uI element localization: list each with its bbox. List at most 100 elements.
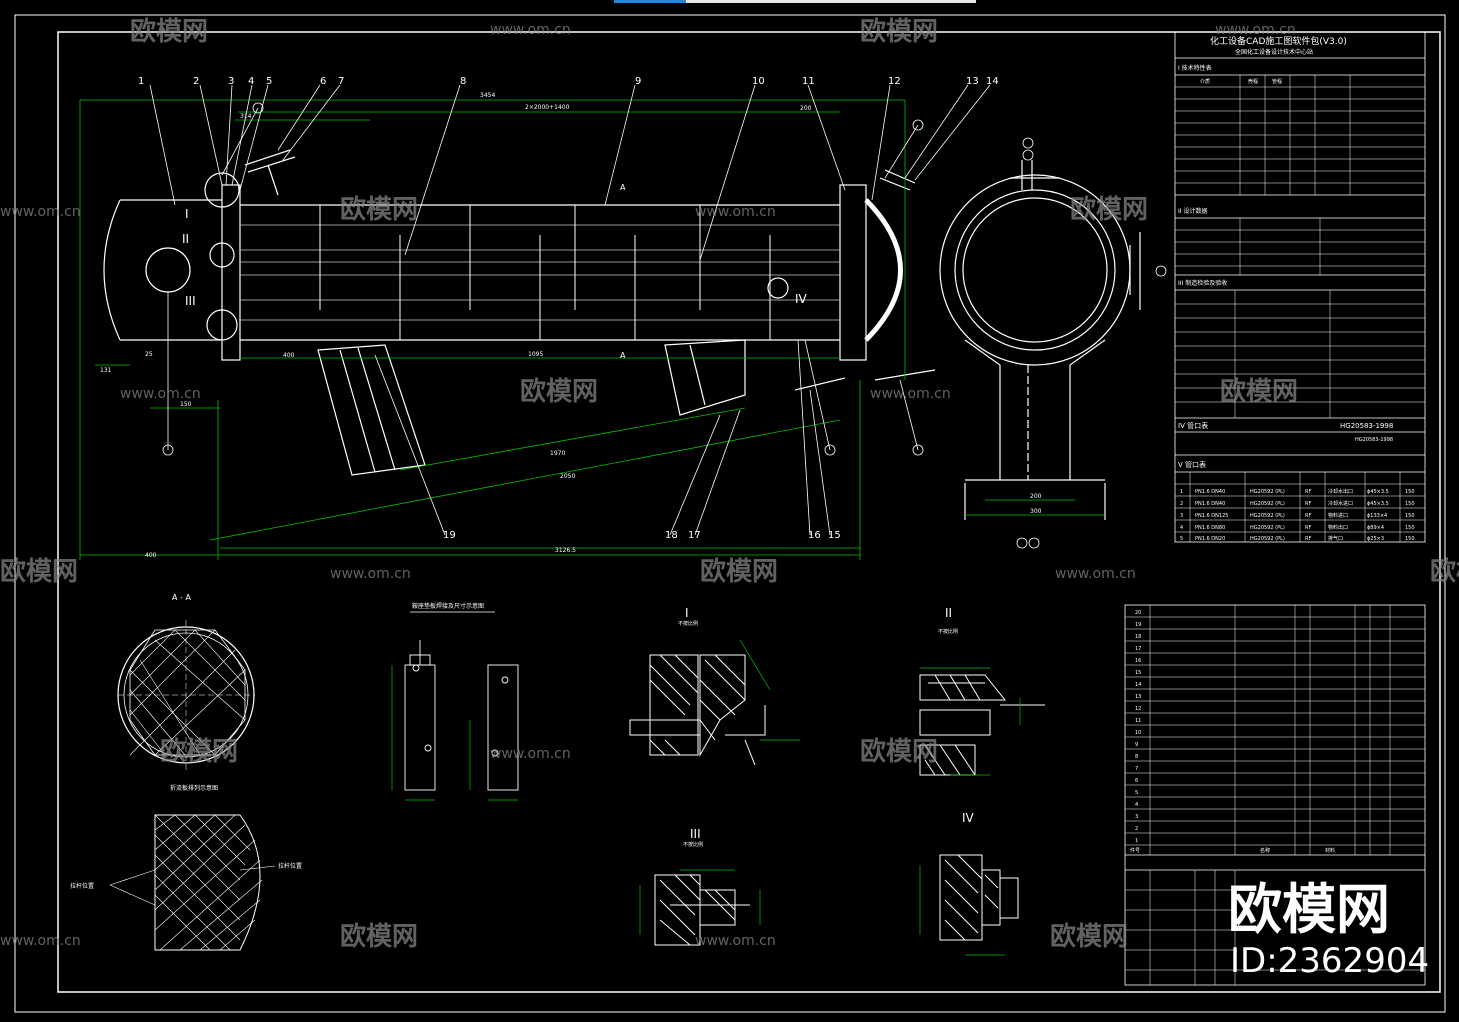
svg-text:全国化工设备设计技术中心站: 全国化工设备设计技术中心站 — [1235, 48, 1313, 56]
svg-text:1: 1 — [1180, 489, 1183, 495]
svg-text:12: 12 — [888, 76, 901, 87]
svg-text:200: 200 — [800, 105, 812, 112]
svg-text:400: 400 — [283, 352, 295, 359]
inactive-tab-indicator[interactable] — [686, 0, 976, 3]
svg-text:11: 11 — [802, 76, 815, 87]
svg-text:介质: 介质 — [1200, 78, 1210, 85]
right-tubesheet — [839, 184, 867, 361]
svg-text:欧模网: 欧模网 — [1430, 556, 1459, 587]
svg-text:150: 150 — [1405, 513, 1415, 519]
svg-text:16: 16 — [808, 530, 821, 541]
svg-text:3: 3 — [228, 76, 234, 87]
svg-text:壳程: 壳程 — [1248, 78, 1258, 85]
svg-text:A: A — [620, 351, 626, 360]
svg-text:PN1.6 DN40: PN1.6 DN40 — [1195, 501, 1225, 507]
svg-text:2: 2 — [1180, 501, 1183, 507]
svg-text:RF: RF — [1305, 489, 1311, 495]
detail-i-view: I 不按比例 — [629, 606, 800, 766]
svg-text:11: 11 — [1135, 718, 1141, 724]
svg-text:RF: RF — [1305, 513, 1311, 519]
svg-text:RF: RF — [1305, 501, 1311, 507]
svg-text:www.om.cn: www.om.cn — [330, 566, 411, 582]
svg-text:www.om.cn: www.om.cn — [1215, 22, 1296, 38]
end-dim-300: 300 — [1030, 508, 1042, 515]
svg-text:IV 管口表: IV 管口表 — [1178, 421, 1208, 430]
svg-text:7: 7 — [1135, 766, 1138, 772]
svg-text:物料出口: 物料出口 — [1328, 524, 1348, 531]
left-head — [103, 199, 121, 341]
detail-markers: I II III IV A A — [182, 183, 808, 360]
svg-text:150: 150 — [1405, 536, 1415, 542]
svg-text:折流板排列示意图: 折流板排列示意图 — [170, 784, 218, 792]
svg-text:www.om.cn: www.om.cn — [490, 22, 571, 38]
svg-text:管程: 管程 — [1272, 78, 1282, 85]
svg-text:15: 15 — [828, 530, 841, 541]
svg-text:物料进口: 物料进口 — [1328, 512, 1348, 519]
svg-text:4: 4 — [248, 76, 254, 87]
svg-text:18: 18 — [665, 530, 678, 541]
watermark-id: ID:2362904 — [1230, 941, 1429, 981]
svg-text:PN1.6 DN80: PN1.6 DN80 — [1195, 525, 1225, 531]
svg-text:欧模网: 欧模网 — [1220, 376, 1298, 407]
active-tab-indicator[interactable] — [614, 0, 686, 3]
svg-text:PN1.6 DN125: PN1.6 DN125 — [1195, 513, 1228, 519]
svg-text:冷却水出口: 冷却水出口 — [1328, 488, 1353, 495]
svg-text:ϕ45×3.5: ϕ45×3.5 — [1367, 501, 1389, 507]
svg-text:20: 20 — [1135, 610, 1141, 616]
end-view — [939, 160, 1141, 520]
svg-text:3454: 3454 — [480, 92, 495, 99]
svg-text:12: 12 — [1135, 706, 1141, 712]
svg-text:10: 10 — [1135, 730, 1141, 736]
svg-text:13: 13 — [966, 76, 979, 87]
svg-text:欧模网: 欧模网 — [340, 194, 418, 225]
end-dim-200: 200 — [1030, 493, 1042, 500]
svg-text:I: I — [685, 606, 689, 620]
svg-text:2: 2 — [193, 76, 199, 87]
part-labels-bottom: 19 18 17 16 15 — [443, 530, 841, 541]
svg-text:1095: 1095 — [528, 351, 543, 358]
svg-text:材料: 材料 — [1325, 847, 1335, 854]
svg-text:II: II — [945, 606, 952, 620]
main-elevation-view — [79, 84, 991, 560]
svg-text:排气口: 排气口 — [1328, 535, 1343, 542]
window-tab-strip — [0, 0, 1459, 3]
svg-text:15: 15 — [1135, 670, 1141, 676]
svg-text:拉杆位置: 拉杆位置 — [70, 882, 94, 890]
svg-text:IV: IV — [795, 292, 808, 306]
svg-text:19: 19 — [1135, 622, 1141, 628]
right-head — [864, 198, 903, 342]
part-labels-top: 1 2 3 4 5 6 7 8 9 10 11 12 13 14 — [138, 76, 999, 87]
drawing-inner-border — [57, 31, 1441, 993]
svg-text:www.om.cn: www.om.cn — [120, 386, 201, 402]
svg-text:HG20592 (PL): HG20592 (PL) — [1250, 536, 1285, 542]
svg-text:欧模网: 欧模网 — [860, 736, 938, 767]
svg-text:PN1.6 DN40: PN1.6 DN40 — [1195, 489, 1225, 495]
svg-text:4: 4 — [1180, 525, 1183, 531]
svg-text:欧模网: 欧模网 — [700, 556, 778, 587]
svg-text:名称: 名称 — [1260, 847, 1270, 854]
svg-text:HG20592 (PL): HG20592 (PL) — [1250, 501, 1285, 507]
svg-text:131: 131 — [100, 367, 112, 374]
svg-text:9: 9 — [1135, 742, 1138, 748]
svg-text:14: 14 — [1135, 682, 1141, 688]
svg-text:A - A: A - A — [172, 593, 191, 602]
section-aa-view: A - A — [117, 593, 255, 770]
svg-text:www.om.cn: www.om.cn — [870, 386, 951, 402]
svg-text:25: 25 — [145, 351, 153, 358]
svg-text:PN1.6 DN20: PN1.6 DN20 — [1195, 536, 1225, 542]
svg-text:19: 19 — [443, 530, 456, 541]
svg-text:1970: 1970 — [550, 450, 565, 457]
svg-text:3: 3 — [1135, 814, 1138, 820]
svg-text:欧模网: 欧模网 — [130, 16, 208, 47]
svg-text:314: 314 — [240, 113, 252, 120]
svg-text:400: 400 — [145, 552, 157, 559]
svg-text:150: 150 — [180, 401, 192, 408]
svg-text:HG20583-1998: HG20583-1998 — [1340, 422, 1393, 430]
detail-iv-view: IV — [919, 811, 1019, 956]
svg-text:HG20583-1998: HG20583-1998 — [1355, 437, 1393, 443]
tech-table-texts: 化工设备CAD施工图软件包(V3.0) 全国化工设备设计技术中心站 I 技术特性… — [1178, 35, 1393, 469]
svg-text:6: 6 — [320, 76, 326, 87]
svg-text:10: 10 — [752, 76, 765, 87]
svg-text:ϕ45×3.5: ϕ45×3.5 — [1367, 489, 1389, 495]
